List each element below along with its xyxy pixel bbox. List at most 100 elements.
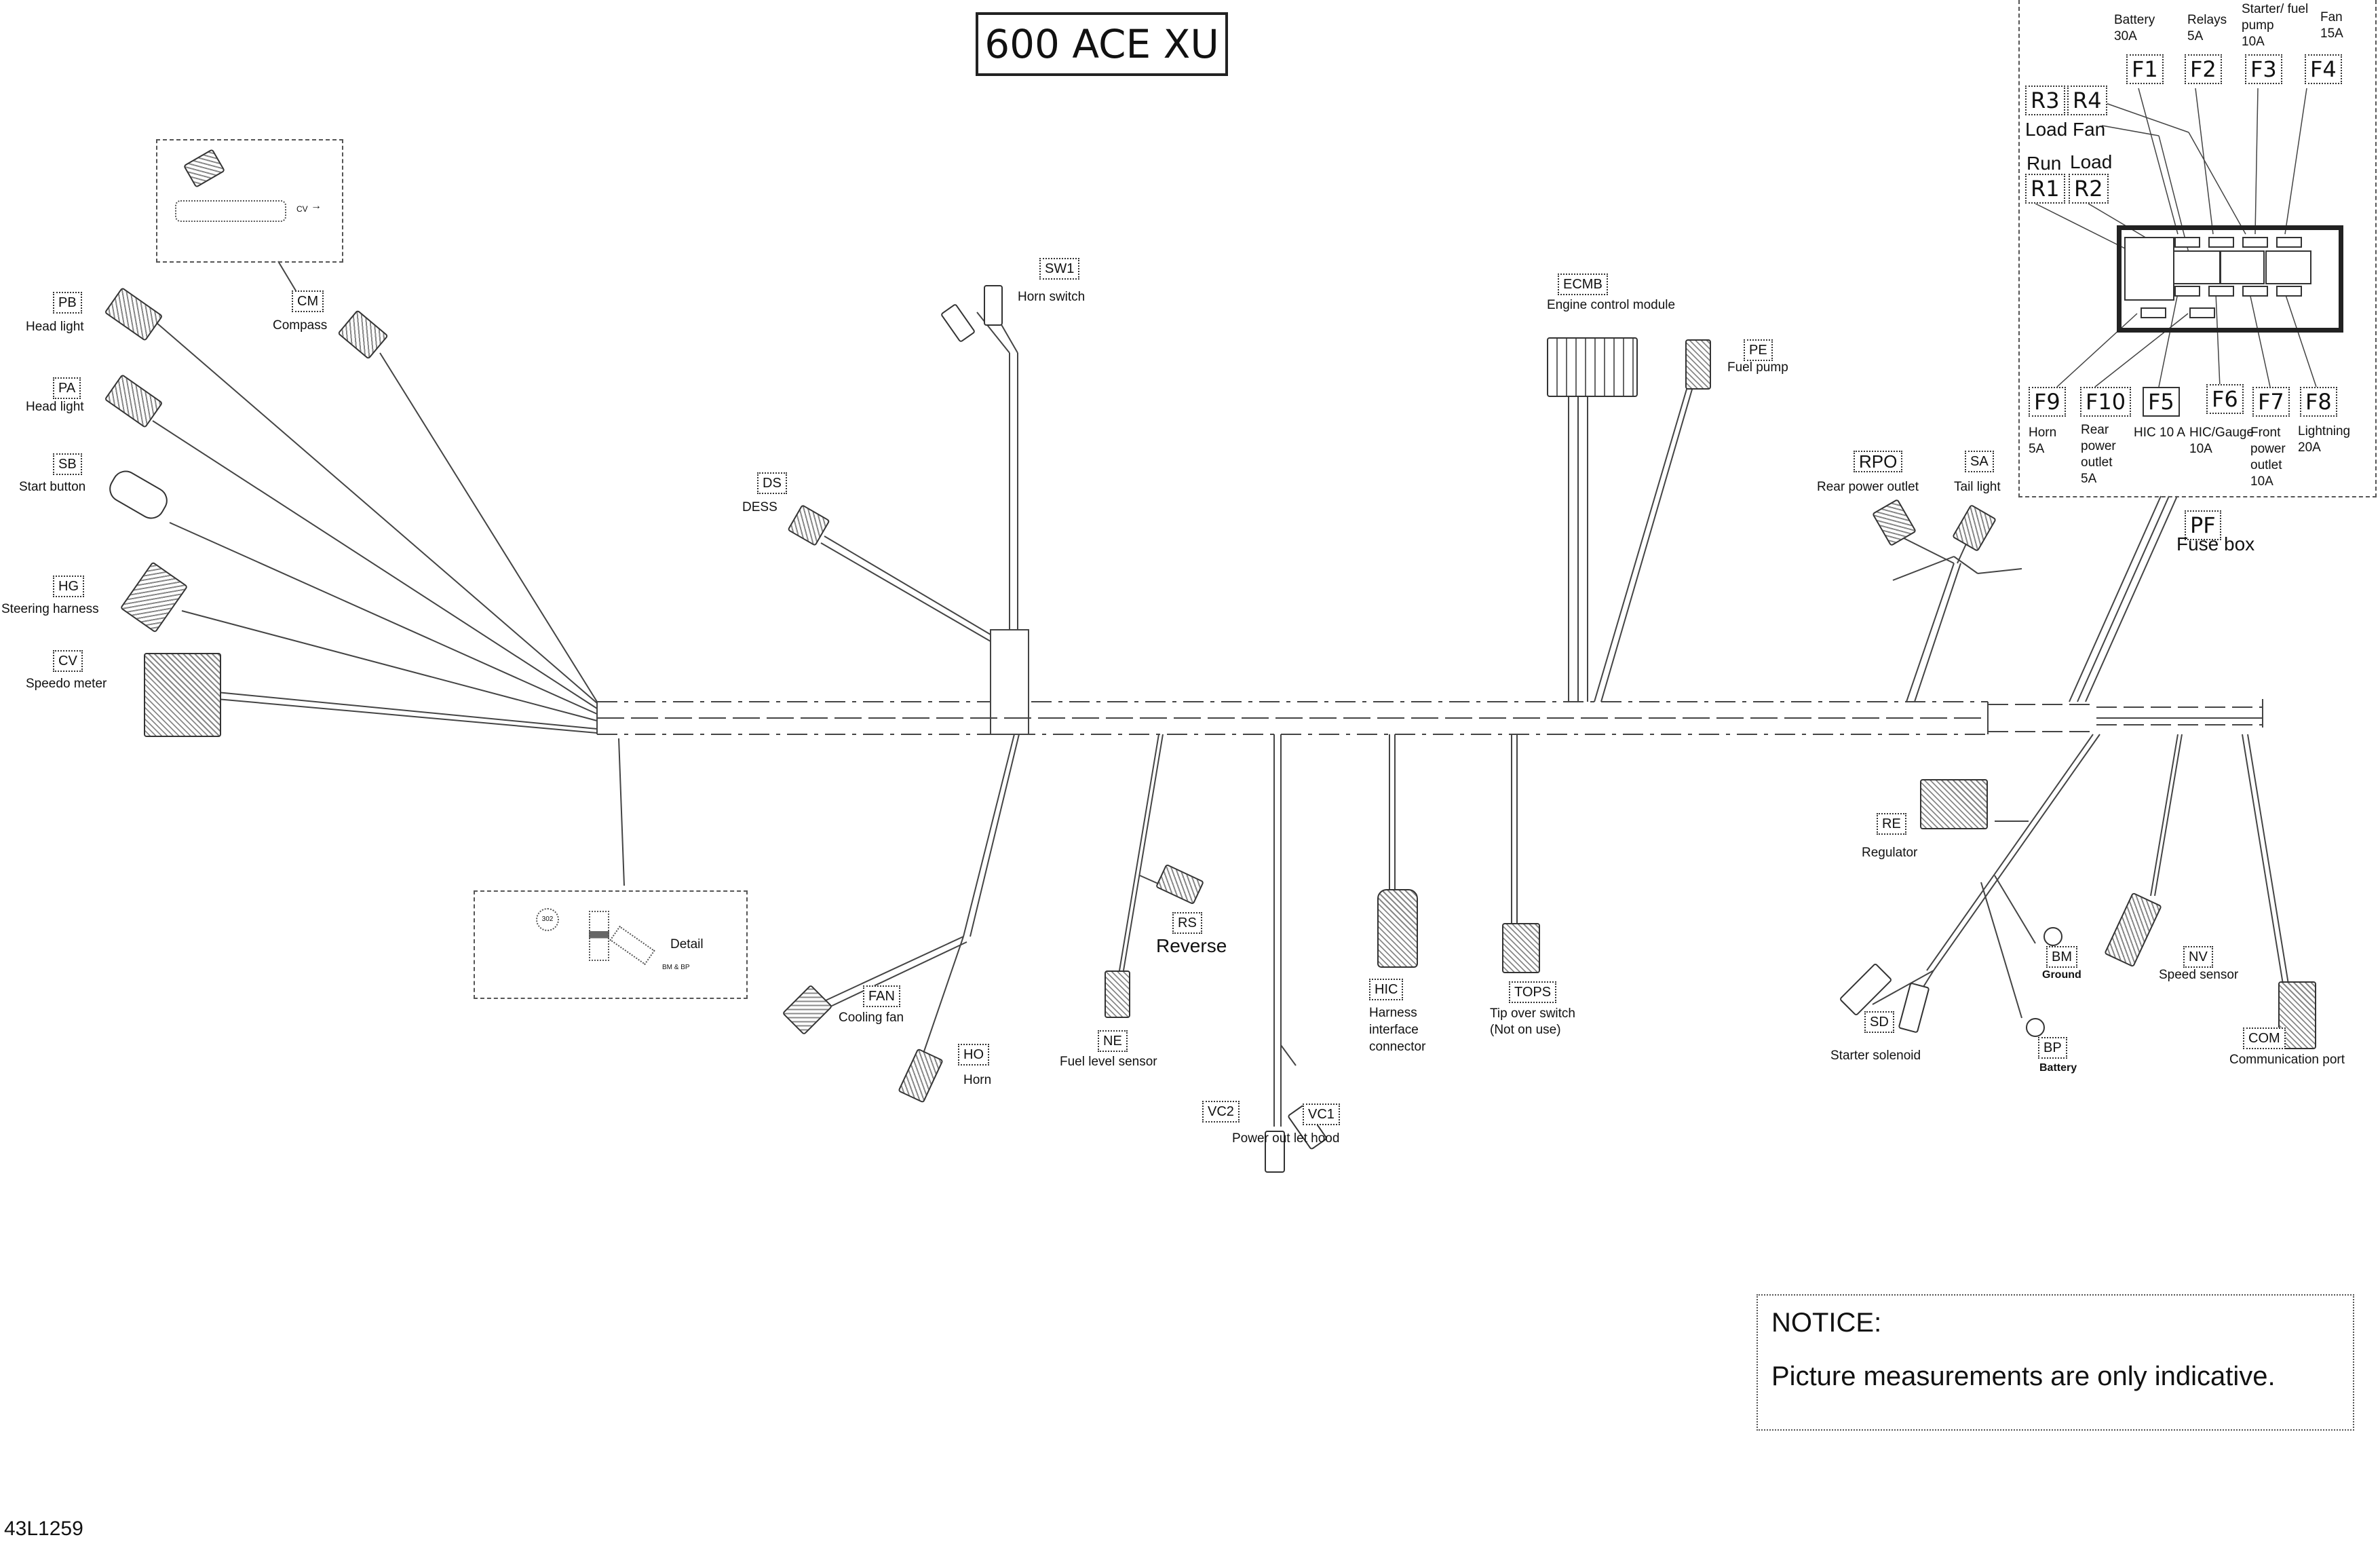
compass-connector-icon — [183, 149, 226, 188]
regulator-connector-icon — [1920, 779, 1988, 829]
notice-text: Picture measurements are only indicative… — [1771, 1361, 2276, 1391]
fuse-slot — [2276, 286, 2302, 297]
connector-tag-bm[interactable]: BM — [2046, 946, 2077, 968]
relay-slot — [2265, 250, 2311, 284]
connector-tag-sw1[interactable]: SW1 — [1039, 258, 1080, 280]
relay-r3[interactable]: R3 — [2025, 86, 2065, 115]
connector-label-bm: Ground — [2042, 969, 2081, 981]
lower-branch-wires — [824, 734, 1518, 1127]
connector-tag-ecmb[interactable]: ECMB — [1558, 274, 1608, 295]
connector-tag-bp[interactable]: BP — [2038, 1037, 2067, 1059]
diagram-title: 600 ACE XU — [976, 12, 1228, 76]
connector-label-sa: Tail light — [1954, 480, 2001, 494]
connector-tag-ds[interactable]: DS — [757, 472, 787, 494]
fuse-f5[interactable]: F5 — [2143, 387, 2180, 417]
connector-label-com: Communication port — [2229, 1053, 2345, 1067]
notice-heading: NOTICE: — [1771, 1308, 1882, 1338]
main-harness-trunk — [596, 629, 2263, 735]
connector-label-ho: Horn — [963, 1073, 992, 1087]
connector-tag-ne[interactable]: NE — [1098, 1030, 1128, 1052]
battery-terminal-icon — [589, 911, 609, 961]
part-number-callout: 302 — [536, 908, 559, 931]
connector-label-bp: Battery — [2039, 1062, 2077, 1074]
fuse-f4[interactable]: F4 — [2305, 54, 2342, 84]
connector-tag-pb[interactable]: PB — [53, 292, 82, 314]
fuse-box-label: Fuse box — [2176, 533, 2255, 554]
connector-tag-nv[interactable]: NV — [2183, 946, 2213, 968]
connector-label-hg: Steering harness — [1, 602, 99, 616]
connector-tag-vc1[interactable]: VC1 — [1303, 1104, 1340, 1125]
connector-label-ecmb: Engine control module — [1547, 298, 1676, 312]
fuse-slot — [2174, 237, 2200, 248]
connector-tag-rs[interactable]: RS — [1172, 912, 1202, 934]
relay-r4[interactable]: R4 — [2067, 86, 2107, 115]
horn-switch-connector-icon — [984, 285, 1003, 326]
connector-tag-re[interactable]: RE — [1877, 813, 1906, 835]
connector-tag-cm[interactable]: CM — [292, 290, 324, 312]
fuse-f7[interactable]: F7 — [2252, 387, 2290, 417]
relay-slot — [2124, 237, 2174, 301]
connector-tag-pe[interactable]: PE — [1744, 339, 1773, 361]
connector-tag-hic[interactable]: HIC — [1369, 979, 1404, 1000]
connector-label-ne: Fuel level sensor — [1060, 1055, 1157, 1069]
connector-label-sd: Starter solenoid — [1830, 1049, 1921, 1063]
relay-r3-caption: Load — [2025, 119, 2068, 140]
connector-tag-vc2[interactable]: VC2 — [1202, 1101, 1240, 1123]
fuse-f6[interactable]: F6 — [2206, 384, 2244, 414]
relay-r4-caption: Fan — [2073, 119, 2106, 140]
connector-tag-tops[interactable]: TOPS — [1509, 981, 1557, 1003]
relay-r1[interactable]: R1 — [2025, 174, 2065, 204]
fuse-slot — [2189, 307, 2215, 318]
fuse-slot — [2141, 307, 2166, 318]
connector-tag-cv[interactable]: CV — [53, 650, 83, 672]
connector-tag-com[interactable]: COM — [2243, 1027, 2286, 1049]
connector-tag-pa[interactable]: PA — [53, 377, 81, 399]
ring-terminal-icon — [609, 925, 655, 966]
fuse-f2[interactable]: F2 — [2185, 54, 2222, 84]
connector-label-hic: Harness interface connector — [1369, 1006, 1426, 1054]
connector-label-vc1: Power out let hood — [1232, 1131, 1340, 1146]
fuse-f1[interactable]: F1 — [2126, 54, 2164, 84]
fuse-box-tag[interactable]: PF — [2185, 510, 2221, 540]
connector-label-pe: Fuel pump — [1727, 360, 1788, 375]
fuse-slot — [2208, 286, 2234, 297]
ecm-connector-icon — [1547, 337, 1638, 397]
battery-terminal-detail-box: 302 Detail BM & BP — [474, 890, 748, 999]
fuse-f10[interactable]: F10 — [2080, 387, 2132, 417]
connector-label-pa: Head light — [26, 400, 84, 414]
fuse-f5-caption: HIC 10 A — [2134, 426, 2186, 440]
detail-ref-label: CV — [296, 204, 308, 214]
connector-tag-sd[interactable]: SD — [1864, 1011, 1894, 1033]
battery-ring-terminal-icon — [2026, 1018, 2045, 1037]
fuse-f3[interactable]: F3 — [2245, 54, 2282, 84]
connector-tag-rpo[interactable]: RPO — [1854, 451, 1903, 472]
relay-slot — [2220, 250, 2265, 284]
connector-tag-sa[interactable]: SA — [1965, 451, 1994, 472]
relay-slot — [2173, 250, 2221, 284]
connector-label-rpo: Rear power outlet — [1817, 480, 1919, 494]
notice-box: NOTICE: Picture measurements are only in… — [1757, 1294, 2354, 1431]
connector-tag-hg[interactable]: HG — [53, 576, 84, 597]
connector-label-sb: Start button — [19, 480, 86, 494]
fuse-slot — [2208, 237, 2234, 248]
connector-tag-fan[interactable]: FAN — [863, 985, 900, 1007]
connector-label-re: Regulator — [1862, 846, 1918, 860]
connector-label-pb: Head light — [26, 320, 84, 334]
cable-clip-icon — [175, 200, 286, 222]
fuse-f8[interactable]: F8 — [2300, 387, 2337, 417]
connector-tag-ho[interactable]: HO — [958, 1044, 989, 1066]
tip-over-switch-connector-icon — [1502, 923, 1540, 973]
relay-r1-caption: Run — [2027, 153, 2062, 174]
relay-r2[interactable]: R2 — [2069, 174, 2109, 204]
connector-label-rs: Reverse — [1156, 935, 1227, 956]
fuse-f9[interactable]: F9 — [2029, 387, 2066, 417]
connector-tag-sb[interactable]: SB — [53, 453, 82, 475]
